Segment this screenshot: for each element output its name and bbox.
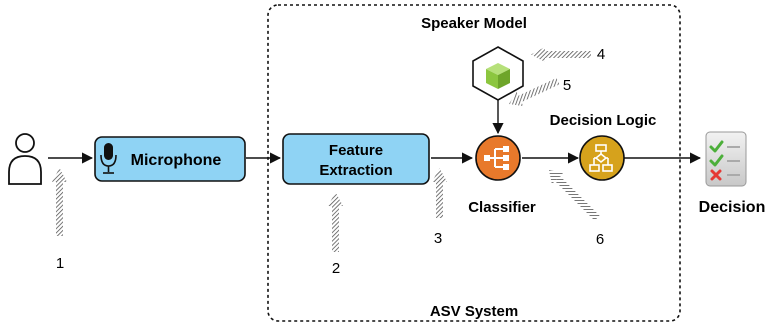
attack-point-3: 3 bbox=[434, 230, 442, 247]
attack-point-5: 5 bbox=[563, 77, 571, 94]
attack-point-6: 6 bbox=[596, 231, 604, 248]
checklist-icon bbox=[705, 131, 747, 187]
speaker-model-label: Speaker Model bbox=[421, 15, 527, 32]
attack-arrow-3 bbox=[432, 168, 447, 218]
microphone-icon bbox=[100, 143, 117, 174]
classifier-node: Classifier bbox=[468, 135, 536, 216]
attack-point-4: 4 bbox=[597, 46, 605, 63]
asv-system-label: ASV System bbox=[430, 303, 518, 320]
attack-arrow-6 bbox=[549, 170, 600, 221]
attack-arrow-2 bbox=[328, 192, 343, 252]
asv-system-border bbox=[267, 4, 681, 322]
decision-label: Decision bbox=[699, 199, 766, 216]
person-icon bbox=[8, 133, 42, 185]
attack-point-1: 1 bbox=[56, 255, 64, 272]
attack-arrow-5 bbox=[509, 78, 560, 107]
flowchart-icon bbox=[579, 135, 625, 181]
attack-arrow-4 bbox=[531, 47, 591, 62]
feature-extraction-label-line1: Feature bbox=[329, 142, 383, 159]
attack-arrow-1 bbox=[52, 168, 67, 236]
cube-icon bbox=[472, 46, 524, 101]
classifier-label: Classifier bbox=[468, 199, 536, 216]
decision-logic-label: Decision Logic bbox=[550, 112, 657, 129]
attack-point-2: 2 bbox=[332, 260, 340, 277]
microphone-label: Microphone bbox=[131, 152, 222, 169]
decision-logic-node: Decision Logic bbox=[550, 112, 657, 181]
feature-extraction-label-line2: Extraction bbox=[319, 162, 392, 179]
feature-extraction-box: Feature Extraction bbox=[282, 133, 430, 185]
microphone-box: Microphone bbox=[94, 136, 246, 182]
